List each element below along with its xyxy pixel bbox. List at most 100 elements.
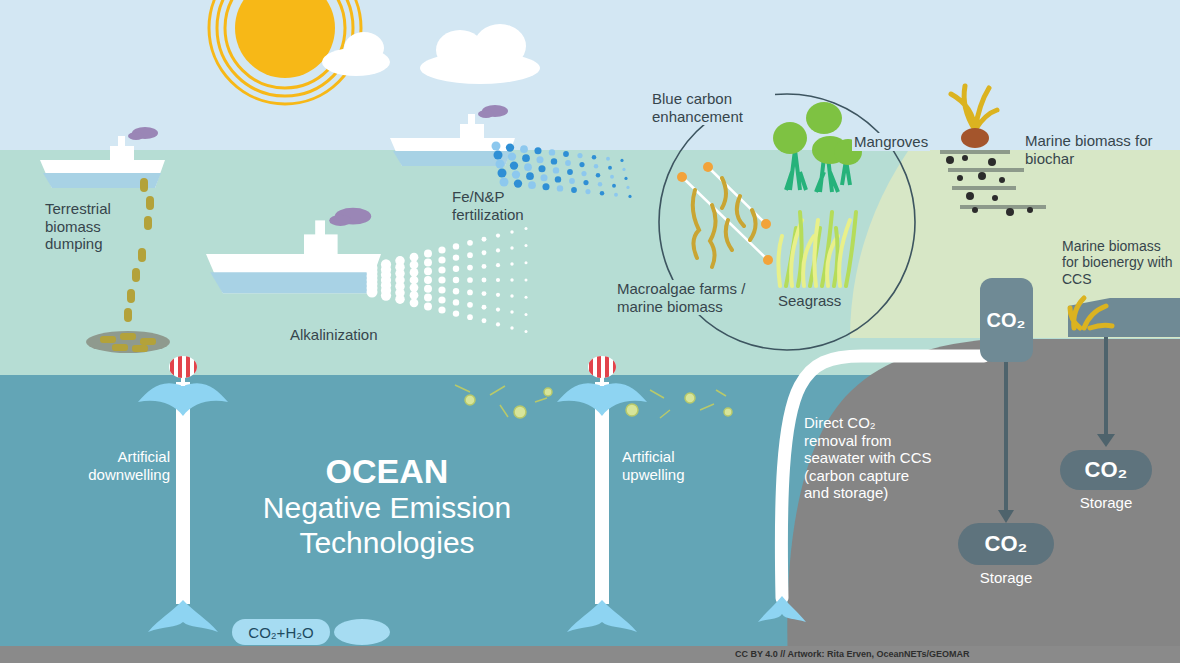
fertilizer-dot [512,170,520,178]
fertilizer-dot [598,182,603,187]
seagrass-blade [798,212,802,286]
seagrass-blade [834,228,838,286]
callout-label-box: Alkalinization [290,326,430,344]
alkaline-dot [453,254,459,260]
macroalgae-farm [693,178,756,267]
cloud [322,24,540,84]
alkaline-dot [424,285,432,293]
upwelling-pipe [557,354,647,632]
seafloor-pile [86,331,170,353]
alkaline-dot [467,314,473,320]
plankton [544,388,552,396]
plankton [465,395,475,405]
alkaline-dot [525,261,528,264]
fertilizer-dot [596,173,601,178]
biomass-pile [100,336,116,343]
fertilizer-dot [506,143,514,151]
fertilizer-dot [577,153,582,158]
flow-connector [998,362,1014,523]
callout-label: Fe/N&P fertilization [452,188,562,223]
biochar [946,156,954,164]
diagram-title: OCEAN Negative Emission Technologies [256,452,518,560]
alkaline-dot [453,310,459,316]
alkaline-dot [410,298,419,307]
alkaline-dot [424,250,432,258]
flow-arrow [1104,337,1108,436]
biomass-pile [112,344,128,351]
fertilizer-dot [557,185,563,191]
fertilizer-dot [528,181,536,189]
alkaline-dot [510,246,513,249]
diagram-title-box: OCEAN Negative Emission Technologies [256,452,518,560]
alkaline-dot [496,234,500,238]
fertilizer-dot [534,147,541,154]
alkaline-dot [424,276,432,284]
alkaline-dot [424,294,432,302]
biochar [978,172,986,180]
callout-label: Terrestrial biomass dumping [45,200,145,253]
alkaline-dot [525,330,528,333]
fertilizer-dot [624,177,627,180]
fertilizer-dot [494,151,503,160]
alkaline-dot [467,265,473,271]
ship [390,105,515,166]
alkaline-dot [410,283,419,292]
macroalgae-farm [677,162,773,267]
alkaline-dot [496,293,500,297]
cloud [344,32,384,64]
mangroves [773,102,862,192]
fertilizer-dot [612,184,616,188]
alkaline-dot [496,248,500,252]
alkaline-dot [525,244,528,247]
blue-carbon-zone: Blue carbon enhancement [659,94,915,350]
fertilizer-dot [538,165,545,172]
callout-label-box: Terrestrial biomass dumping [45,200,145,253]
fertilizer-particles [492,142,632,199]
alkaline-dot [424,267,432,275]
fertilizer-dot [555,176,561,182]
alkaline-dot [510,294,513,297]
fertilizer-dot [610,175,614,179]
fertilizer-dot [553,167,559,173]
fertilizer-dot [496,160,505,169]
alkaline-dot [482,278,487,283]
alkaline-dot [438,276,445,283]
callout-label: Direct CO₂ removal from seawater with CC… [804,414,932,502]
plankton [626,404,638,416]
biochar [988,158,996,166]
storage-caption-box: Storage [1040,494,1172,512]
alkaline-dot [395,294,404,303]
alkaline-dot [410,291,419,300]
macroalgae-farm [703,162,713,172]
alkaline-dot [453,266,459,272]
biomass-pellets [127,289,135,303]
alkaline-dot [438,246,445,253]
fertilizer-dot [614,193,618,197]
callout-label-box: Direct CO₂ removal from seawater with CC… [804,414,932,502]
alkaline-dot [410,276,419,285]
fertilizer-dot [549,149,555,155]
alkaline-dot [482,250,487,255]
callout-label-box: Fe/N&P fertilization [452,188,562,223]
biomass-pellets [138,248,146,262]
alkaline-dot [510,310,513,313]
biochar [966,192,974,200]
seabed [787,339,1180,663]
alkaline-dot [525,313,528,316]
coast-zone [850,150,1180,338]
alkaline-dot [482,237,487,242]
biochar [951,86,997,130]
biochar [1006,208,1014,216]
co2-tank: CO₂ [980,278,1033,362]
callout-label-box: Artificial downwelling [70,448,170,483]
biochar [952,186,1016,190]
alkaline-dot [438,306,445,313]
seagrass [778,212,856,286]
zone-heading: Blue carbon enhancement [650,90,775,125]
storage-reservoir: CO₂Storage [958,523,1054,565]
macroalgae-farm [763,255,773,265]
fertilizer-dot [492,142,501,151]
biochar [992,195,998,201]
fertilizer-dot [551,158,557,164]
